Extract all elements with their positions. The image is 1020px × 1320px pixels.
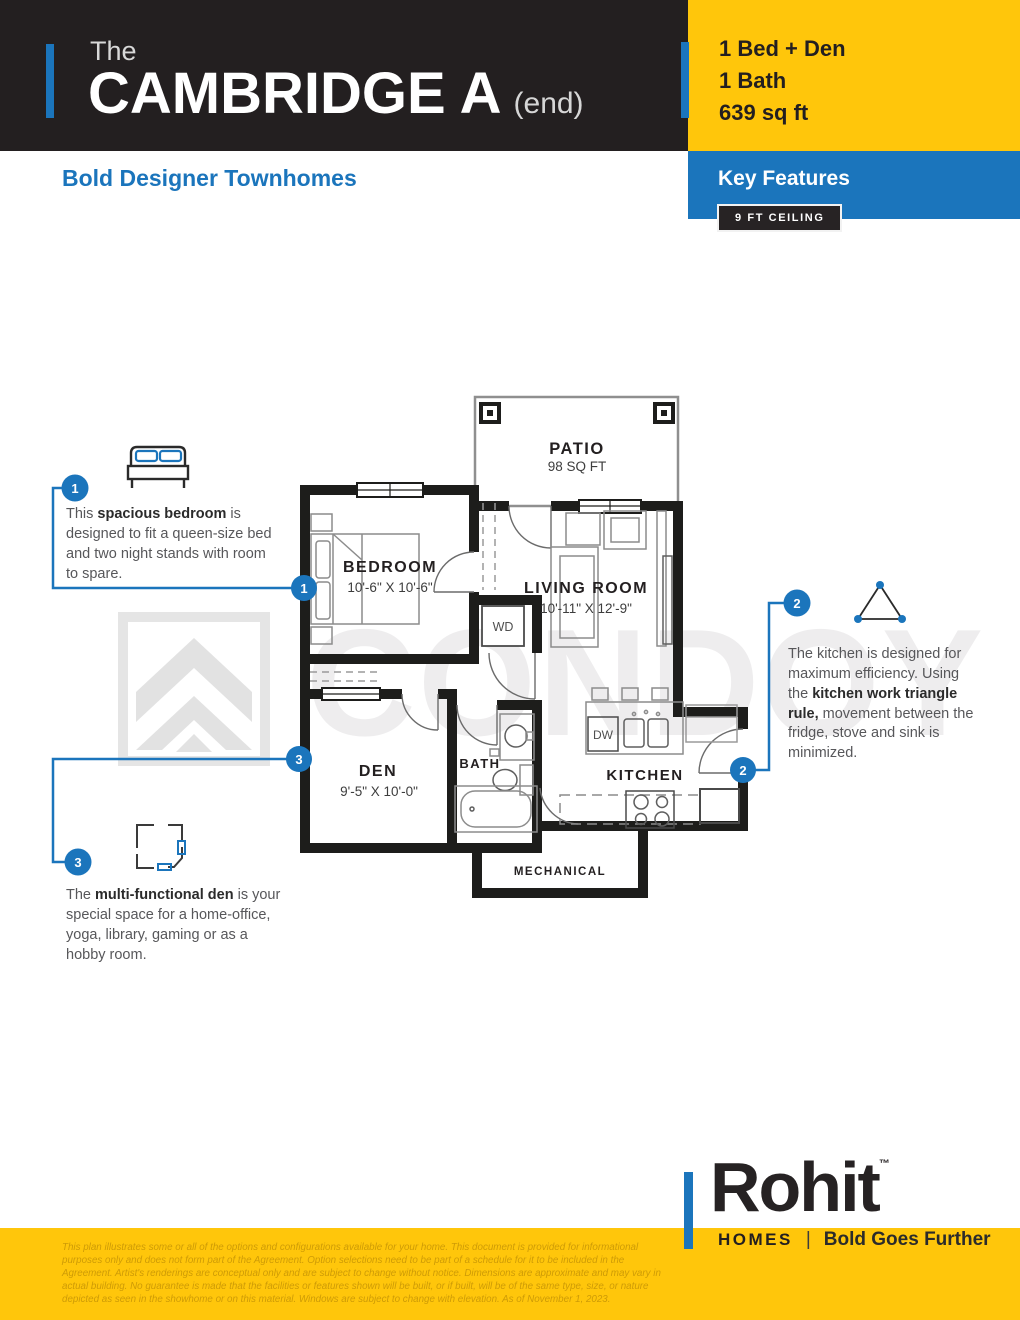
annotation-2: The kitchen is designed for maximum effi… <box>788 645 980 764</box>
spec-box: 1 Bed + Den 1 Bath 639 sq ft <box>681 0 1020 151</box>
annotation-callout-3: 3 <box>64 848 92 876</box>
spec-accent-bar <box>681 42 689 118</box>
living-label: LIVING ROOM <box>524 580 648 597</box>
patio-label: PATIO <box>549 440 604 458</box>
plan-name: CAMBRIDGE A <box>88 61 502 126</box>
annotation-3: The multi-functional den is your special… <box>66 886 286 965</box>
key-features-title: Key Features <box>718 167 850 190</box>
ceiling-badge: 9 FT CEILING <box>717 204 843 232</box>
svg-text:1: 1 <box>300 581 307 596</box>
svg-text:3: 3 <box>295 752 302 767</box>
annotation-3-post: is your special space for a home-office,… <box>66 887 281 963</box>
annotation-3-bold: multi-functional den <box>95 887 234 903</box>
annotation-1: This spacious bedroom is designed to fit… <box>66 505 280 584</box>
patio-outline <box>473 395 680 508</box>
header-banner: The CAMBRIDGE A (end) <box>0 0 688 151</box>
den-icon <box>136 824 186 871</box>
logo-divider: | <box>805 1229 811 1250</box>
svg-text:1: 1 <box>71 481 78 496</box>
trademark-symbol: ™ <box>878 1158 890 1170</box>
bed-icon <box>126 445 190 488</box>
mechanical-label: MECHANICAL <box>514 866 606 878</box>
rohit-homes-label: HOMES <box>718 1230 793 1249</box>
annotation-callout-1: 1 <box>61 474 89 502</box>
logo-accent-bar <box>684 1172 693 1249</box>
plan-prefix: The <box>90 36 137 66</box>
disclaimer-text: This plan illustrates some or all of the… <box>62 1242 661 1306</box>
bedroom-dims: 10'-6" X 10'-6" <box>347 580 432 595</box>
footer-band <box>0 1228 1020 1320</box>
annotation-2-post: movement between the fridge, stove and s… <box>788 705 974 762</box>
spec-area: 639 sq ft <box>719 100 809 125</box>
community-subtitle: Bold Designer Townhomes <box>62 165 357 191</box>
rohit-wordmark: Rohit <box>710 1148 881 1226</box>
watermark-logo <box>118 612 270 766</box>
rohit-tagline: Bold Goes Further <box>823 1229 991 1250</box>
spec-baths: 1 Bath <box>719 68 787 93</box>
bedroom-label: BEDROOM <box>343 559 437 576</box>
annotation-3-pre: The <box>66 887 96 903</box>
header-accent-bar <box>46 44 54 118</box>
patio-post <box>653 402 675 424</box>
annotation-1-bold: spacious bedroom <box>97 506 227 522</box>
annotation-1-pre: This <box>66 506 98 522</box>
den-dims: 9'-5" X 10'-0" <box>340 784 418 799</box>
spec-beds: 1 Bed + Den <box>719 36 846 61</box>
patio-post <box>479 402 501 424</box>
rohit-logo: Rohit ™ <box>710 1152 890 1222</box>
plan-suffix: (end) <box>513 87 584 120</box>
work-triangle-icon <box>854 581 906 623</box>
svg-text:3: 3 <box>74 855 81 870</box>
patio-area: 98 SQ FT <box>548 459 607 474</box>
annotation-2-pre: The kitchen is designed for maximum effi… <box>788 646 962 702</box>
